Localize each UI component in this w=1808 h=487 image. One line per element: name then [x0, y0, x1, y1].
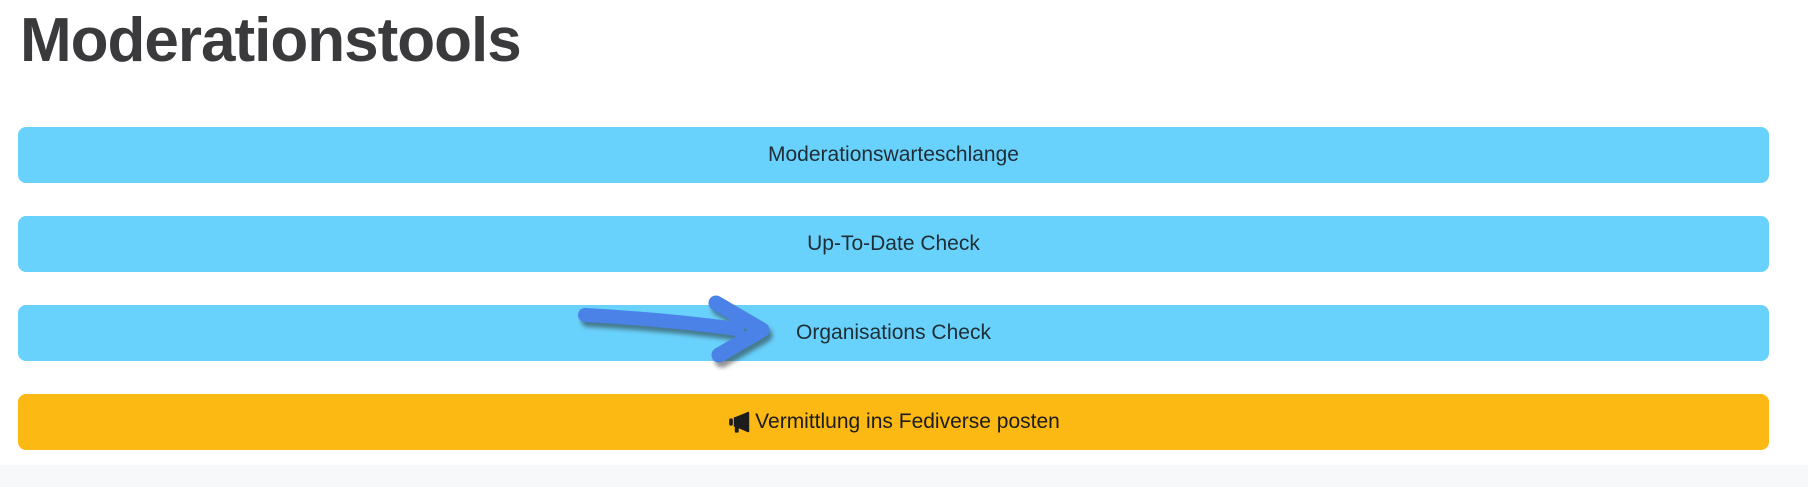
- organisations-check-button[interactable]: Organisations Check: [18, 304, 1769, 361]
- page-title: Moderationstools: [20, 6, 522, 75]
- fediverse-post-label: Vermittlung ins Fediverse posten: [755, 409, 1060, 433]
- megaphone-icon: [729, 411, 750, 433]
- footer-band: [0, 465, 1808, 487]
- moderation-queue-button[interactable]: Moderationswarteschlange: [18, 126, 1769, 183]
- up-to-date-check-button[interactable]: Up-To-Date Check: [18, 215, 1769, 272]
- fediverse-post-button[interactable]: Vermittlung ins Fediverse posten: [18, 393, 1769, 450]
- tool-button-list: Moderationswarteschlange Up-To-Date Chec…: [18, 126, 1769, 483]
